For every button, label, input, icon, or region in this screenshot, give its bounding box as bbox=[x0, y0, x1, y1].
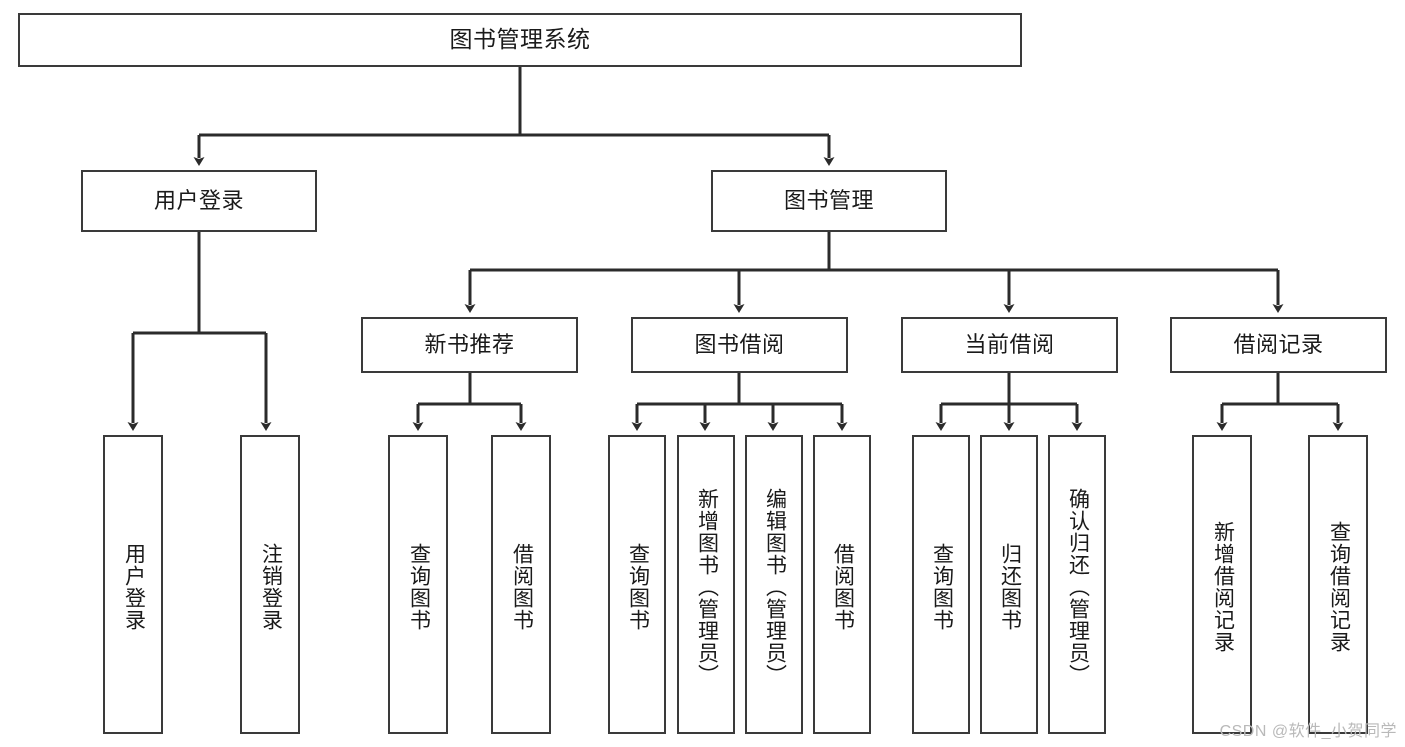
node-leaf-return-book-label: 归还图书 bbox=[998, 542, 1022, 631]
node-leaf-user-login[interactable]: 用户登录 bbox=[103, 435, 163, 734]
node-leaf-return-book[interactable]: 归还图书 bbox=[980, 435, 1038, 734]
node-leaf-borrow-book-2-label: 借阅图书 bbox=[831, 542, 855, 631]
node-book-manage-label: 图书管理 bbox=[783, 187, 874, 213]
node-current-borrow-label: 当前借阅 bbox=[964, 331, 1055, 357]
node-leaf-borrow-book-2[interactable]: 借阅图书 bbox=[813, 435, 871, 734]
node-book-borrow-label: 图书借阅 bbox=[694, 331, 785, 357]
node-book-borrow[interactable]: 图书借阅 bbox=[631, 317, 848, 373]
node-leaf-user-login-label: 用户登录 bbox=[122, 542, 146, 631]
node-leaf-query-record[interactable]: 查询借阅记录 bbox=[1308, 435, 1368, 734]
node-leaf-user-logout[interactable]: 注销登录 bbox=[240, 435, 300, 734]
node-leaf-query-book-2-label: 查询图书 bbox=[626, 542, 650, 631]
node-new-book-rec[interactable]: 新书推荐 bbox=[361, 317, 578, 373]
node-leaf-query-book-3[interactable]: 查询图书 bbox=[912, 435, 970, 734]
node-leaf-confirm-return-label: 确认归还（管理员） bbox=[1066, 487, 1090, 686]
node-leaf-add-book-label: 新增图书（管理员） bbox=[695, 487, 719, 686]
node-current-borrow[interactable]: 当前借阅 bbox=[901, 317, 1118, 373]
node-leaf-add-record-label: 新增借阅记录 bbox=[1211, 520, 1235, 653]
node-root[interactable]: 图书管理系统 bbox=[18, 13, 1022, 67]
node-leaf-edit-book-label: 编辑图书（管理员） bbox=[763, 487, 787, 686]
node-leaf-edit-book[interactable]: 编辑图书（管理员） bbox=[745, 435, 803, 734]
node-leaf-query-book-2[interactable]: 查询图书 bbox=[608, 435, 666, 734]
node-leaf-user-logout-label: 注销登录 bbox=[259, 542, 283, 631]
node-leaf-query-book-1-label: 查询图书 bbox=[407, 542, 431, 631]
node-leaf-add-book[interactable]: 新增图书（管理员） bbox=[677, 435, 735, 734]
node-new-book-rec-label: 新书推荐 bbox=[424, 331, 515, 357]
node-borrow-record[interactable]: 借阅记录 bbox=[1170, 317, 1387, 373]
node-book-manage[interactable]: 图书管理 bbox=[711, 170, 947, 232]
node-borrow-record-label: 借阅记录 bbox=[1233, 331, 1324, 357]
node-leaf-query-record-label: 查询借阅记录 bbox=[1327, 520, 1351, 653]
node-leaf-add-record[interactable]: 新增借阅记录 bbox=[1192, 435, 1252, 734]
node-user-login[interactable]: 用户登录 bbox=[81, 170, 317, 232]
node-user-login-label: 用户登录 bbox=[153, 187, 244, 213]
node-leaf-query-book-1[interactable]: 查询图书 bbox=[388, 435, 448, 734]
node-root-label: 图书管理系统 bbox=[449, 26, 591, 53]
node-leaf-query-book-3-label: 查询图书 bbox=[930, 542, 954, 631]
node-leaf-borrow-book-1[interactable]: 借阅图书 bbox=[491, 435, 551, 734]
node-leaf-confirm-return[interactable]: 确认归还（管理员） bbox=[1048, 435, 1106, 734]
node-leaf-borrow-book-1-label: 借阅图书 bbox=[510, 542, 534, 631]
